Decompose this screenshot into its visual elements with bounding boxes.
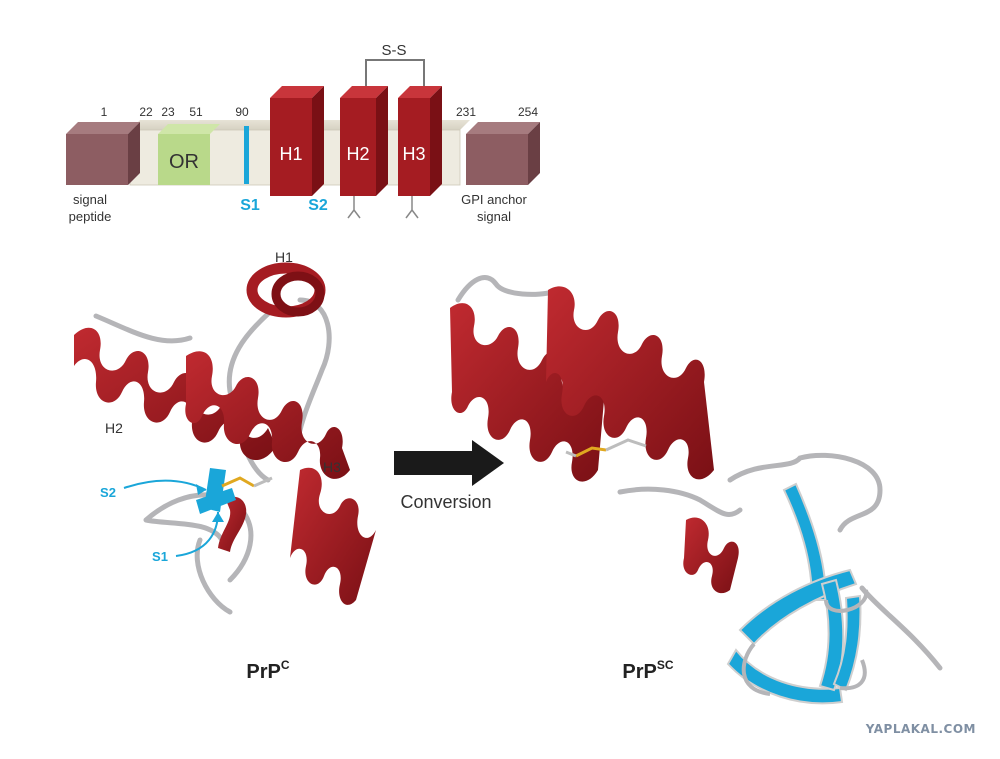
prpsc-beta-sheet	[726, 482, 869, 705]
prpc-caption-sup: C	[281, 658, 290, 672]
residue-90: 90	[235, 105, 249, 119]
residue-23: 23	[161, 105, 175, 119]
prpsc-side-chain	[565, 438, 647, 458]
prpc-disulfide	[221, 476, 255, 488]
gpi-anchor-block	[466, 122, 540, 185]
prpc-h3-helix	[185, 351, 350, 479]
prpc-c-helix-2	[218, 496, 247, 552]
prpc-c-helix	[290, 467, 376, 605]
octarepeat-label: OR	[169, 151, 199, 173]
disulfide-label: S-S	[381, 42, 406, 59]
h1-box	[270, 86, 324, 196]
prpc-side-chain	[253, 476, 273, 488]
disulfide-bracket	[365, 59, 425, 86]
h1-box-label: H1	[279, 144, 302, 164]
prpc-s2-arrowhead	[196, 484, 206, 495]
prpsc-strand-4	[818, 578, 845, 692]
s1-strand-mark	[244, 126, 249, 184]
gpi-label-line1: GPI anchor	[461, 192, 527, 207]
prpc-s1-arrowhead	[212, 512, 224, 522]
gpi-label-line2: signal	[477, 209, 511, 224]
prpsc-lower-helix	[683, 517, 739, 594]
prpc-caption-base: PrP	[246, 661, 280, 683]
prpc-caption: PrPC	[246, 658, 289, 683]
prpc-h2-label: H2	[105, 420, 123, 436]
prpsc-structure: PrPSC	[450, 275, 943, 705]
signal-label-line2: peptide	[69, 209, 112, 224]
prpc-s2-pointer	[123, 479, 207, 491]
prpc-h1-helix	[246, 262, 326, 318]
prpsc-sheet-loops	[741, 589, 869, 696]
conversion-label: Conversion	[400, 492, 491, 512]
signal-peptide-block	[66, 122, 140, 185]
prpsc-coil	[455, 275, 943, 671]
prpsc-caption-sup: SC	[657, 658, 674, 672]
prpsc-strand-5	[832, 594, 862, 692]
s1-label: S1	[240, 197, 260, 214]
prpsc-strand-1	[782, 482, 828, 601]
prpc-h1-label: H1	[275, 249, 293, 265]
h3-box-label: H3	[402, 144, 425, 164]
prpsc-disulfide	[575, 446, 607, 458]
prpsc-caption: PrPSC	[622, 658, 673, 683]
h2-box	[340, 86, 388, 196]
h2-box-label: H2	[346, 144, 369, 164]
prpsc-right-helix	[546, 286, 714, 480]
prpc-strand	[196, 468, 236, 514]
prpc-s2-label: S2	[100, 485, 116, 500]
residue-254: 254	[518, 105, 538, 119]
residue-1: 1	[101, 105, 108, 119]
glycan-fork-2	[405, 196, 419, 219]
prpsc-strand-3	[726, 648, 844, 705]
prpsc-caption-base: PrP	[622, 661, 656, 683]
prpc-structure: H1 H2 H3 S2 S1 PrPC	[74, 249, 376, 683]
residue-231: 231	[456, 105, 476, 119]
domain-schematic: S-S 1 22 23 51 90 231 254 OR H1 H2 H3 S1…	[66, 42, 540, 224]
glycan-fork-1	[347, 196, 361, 219]
signal-label-line1: signal	[73, 192, 107, 207]
prpc-s1-label: S1	[152, 549, 168, 564]
watermark: YAPLAKAL.COM	[865, 722, 976, 736]
prpc-h3-label: H3	[323, 459, 341, 475]
octarepeat-block	[158, 124, 220, 185]
residue-51: 51	[189, 105, 203, 119]
residue-22: 22	[139, 105, 153, 119]
prpc-h2-helix	[74, 327, 276, 461]
prpc-s1-pointer	[175, 511, 219, 557]
h3-box	[398, 86, 442, 196]
s2-label: S2	[308, 197, 328, 214]
prpsc-left-helix	[450, 303, 605, 482]
conversion-arrow	[394, 440, 504, 486]
